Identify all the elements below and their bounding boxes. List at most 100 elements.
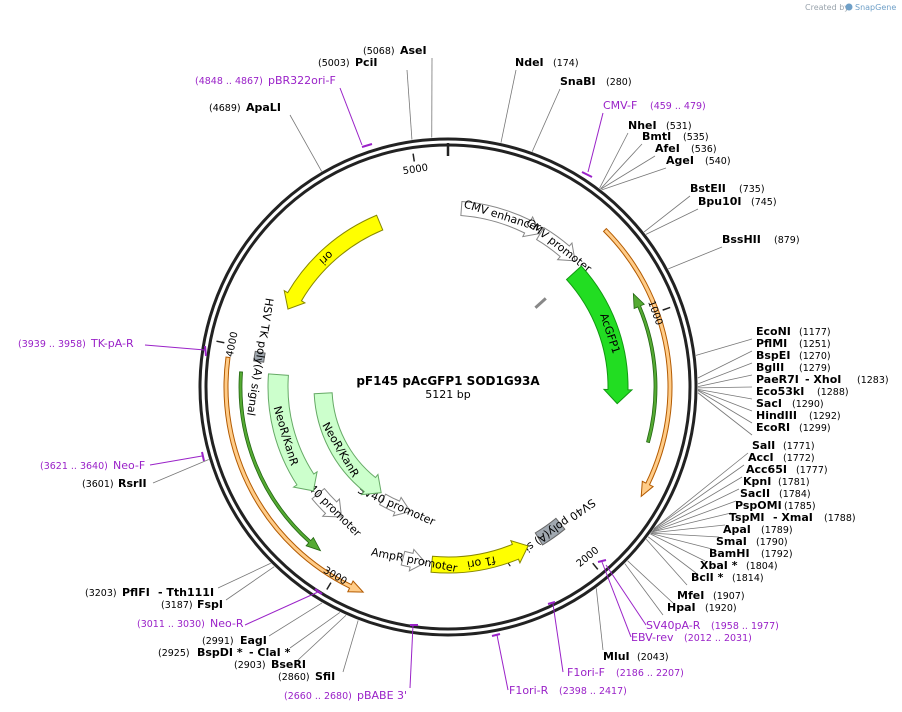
enzyme-leader	[697, 386, 753, 389]
feature-arrow	[378, 493, 412, 517]
enzyme-name: EcoRI	[756, 421, 790, 434]
enzyme-pos: (1777)	[796, 465, 828, 476]
feature-arrow	[253, 350, 266, 363]
enzyme-name: RsrII	[118, 477, 147, 490]
enzyme-pos: (1907)	[713, 591, 745, 602]
enzyme-pos: (531)	[666, 121, 692, 132]
enzyme-name: ApaI	[723, 523, 751, 536]
enzyme-leader	[601, 167, 667, 191]
enzyme-leader	[645, 539, 688, 586]
enzyme-pos: (1788)	[824, 513, 856, 524]
enzyme-name: PciI	[355, 56, 377, 69]
enzyme-leader	[600, 143, 643, 190]
enzyme-leader	[643, 195, 691, 233]
enzyme-pos: (879)	[774, 235, 800, 246]
enzyme-name: MfeI	[677, 589, 704, 602]
enzyme-leader	[697, 388, 753, 400]
enzyme-name: BmtI	[642, 130, 671, 143]
enzyme-pos: (1299)	[799, 423, 831, 434]
feature-arrow	[430, 539, 529, 574]
enzyme-name: PflMI	[756, 337, 787, 350]
tick-mark	[662, 306, 671, 311]
enzyme-pos: (2925)	[158, 648, 190, 659]
enzyme-pos: (1772)	[783, 453, 815, 464]
primer-pos: (3621 .. 3640)	[40, 461, 108, 472]
enzyme-leader	[697, 390, 753, 424]
enzyme-name: SfiI	[315, 670, 335, 683]
enzyme-pos: (1920)	[705, 603, 737, 614]
enzyme-leader	[651, 500, 737, 533]
tick-mark	[326, 582, 332, 590]
snapgene-credit: Created by SnapGene	[805, 3, 896, 12]
feature-arrow	[283, 214, 384, 310]
enzyme-pos: (1177)	[799, 327, 831, 338]
green-band	[238, 371, 322, 552]
enzyme-name: PflFI	[122, 586, 150, 599]
enzyme-pos: (1790)	[756, 537, 788, 548]
enzyme-leader	[650, 533, 706, 562]
enzyme-pos: (3187)	[161, 600, 193, 611]
primer-name: TK-pA-R	[90, 337, 134, 350]
enzyme-pos: (1789)	[761, 525, 793, 536]
primer-labels: (4848 .. 4867) pBR322ori-F CMV-F (459 ..…	[18, 74, 779, 702]
enzyme-leader	[599, 132, 629, 189]
primer-name: Neo-F	[113, 459, 145, 472]
primer-pos: (459 .. 479)	[650, 101, 706, 112]
primer-pos: (2660 .. 2680)	[284, 691, 352, 702]
enzyme-name: AgeI	[666, 154, 694, 167]
enzyme-leader	[297, 614, 347, 661]
enzyme-name: TspMI	[729, 511, 765, 524]
enzyme-leader	[697, 392, 753, 436]
enzyme-pos: (3601)	[82, 479, 114, 490]
tick-label: 1000	[645, 299, 664, 327]
credit-brand: SnapGene	[855, 3, 896, 12]
enzyme-pos: (174)	[553, 58, 579, 69]
enzyme-leader	[531, 88, 561, 152]
orange-band	[602, 227, 673, 498]
enzyme-pos: (5003)	[318, 58, 350, 69]
feature-label: f1 ori	[466, 553, 497, 571]
primer-name: F1ori-R	[509, 684, 549, 697]
credit-prefix: Created by	[805, 3, 849, 12]
enzyme-name: SacII	[740, 487, 770, 500]
feature-arrow	[311, 487, 343, 518]
primer-pos: (3939 .. 3958)	[18, 339, 86, 350]
enzyme-pos: (1279)	[799, 363, 831, 374]
enzyme-pos: (536)	[691, 144, 717, 155]
enzyme-name: HindIII	[756, 409, 797, 422]
primer-name: F1ori-F	[567, 666, 605, 679]
enzyme-name-2: - Tth111I	[158, 586, 214, 599]
feature-arrow	[400, 548, 427, 572]
enzyme-pos: (1288)	[817, 387, 849, 398]
enzyme-name: BclI *	[691, 571, 724, 584]
enzyme-pos: (535)	[683, 132, 709, 143]
enzyme-name: SnaBI	[560, 75, 596, 88]
enzyme-name: EcoNI	[756, 325, 791, 338]
tick-label: 3000	[321, 565, 348, 588]
feature-arrow	[535, 226, 576, 262]
enzyme-pos: (745)	[751, 197, 777, 208]
enzyme-name: SmaI	[716, 535, 747, 548]
enzyme-name: AfeI	[655, 142, 680, 155]
enzyme-name-2: - ClaI *	[249, 646, 291, 659]
enzyme-name: SalI	[752, 439, 775, 452]
enzyme-name: Bpu10I	[698, 195, 742, 208]
enzyme-leader	[342, 620, 359, 673]
enzyme-name: BamHI	[709, 547, 750, 560]
tick-mark	[216, 340, 225, 344]
feature-label: NeoR/KanR	[319, 420, 361, 480]
enzyme-name: Acc65I	[746, 463, 787, 476]
enzyme-leader	[627, 560, 674, 604]
enzyme-name: BspEI	[756, 349, 790, 362]
enzyme-pos: (1781)	[778, 477, 810, 488]
enzyme-name: AccI	[748, 451, 774, 464]
enzyme-leader	[668, 246, 723, 270]
enzyme-pos: (2903)	[234, 660, 266, 671]
enzyme-leader	[217, 562, 271, 589]
enzyme-name: BstEII	[690, 182, 726, 195]
enzyme-name: FspI	[197, 598, 223, 611]
enzyme-name: ApaLI	[246, 101, 281, 114]
enzyme-labels: (5068) AseI (5003) PciI (4689) ApaLI Nde…	[82, 44, 889, 683]
enzyme-name-2: - XhoI	[805, 373, 841, 386]
